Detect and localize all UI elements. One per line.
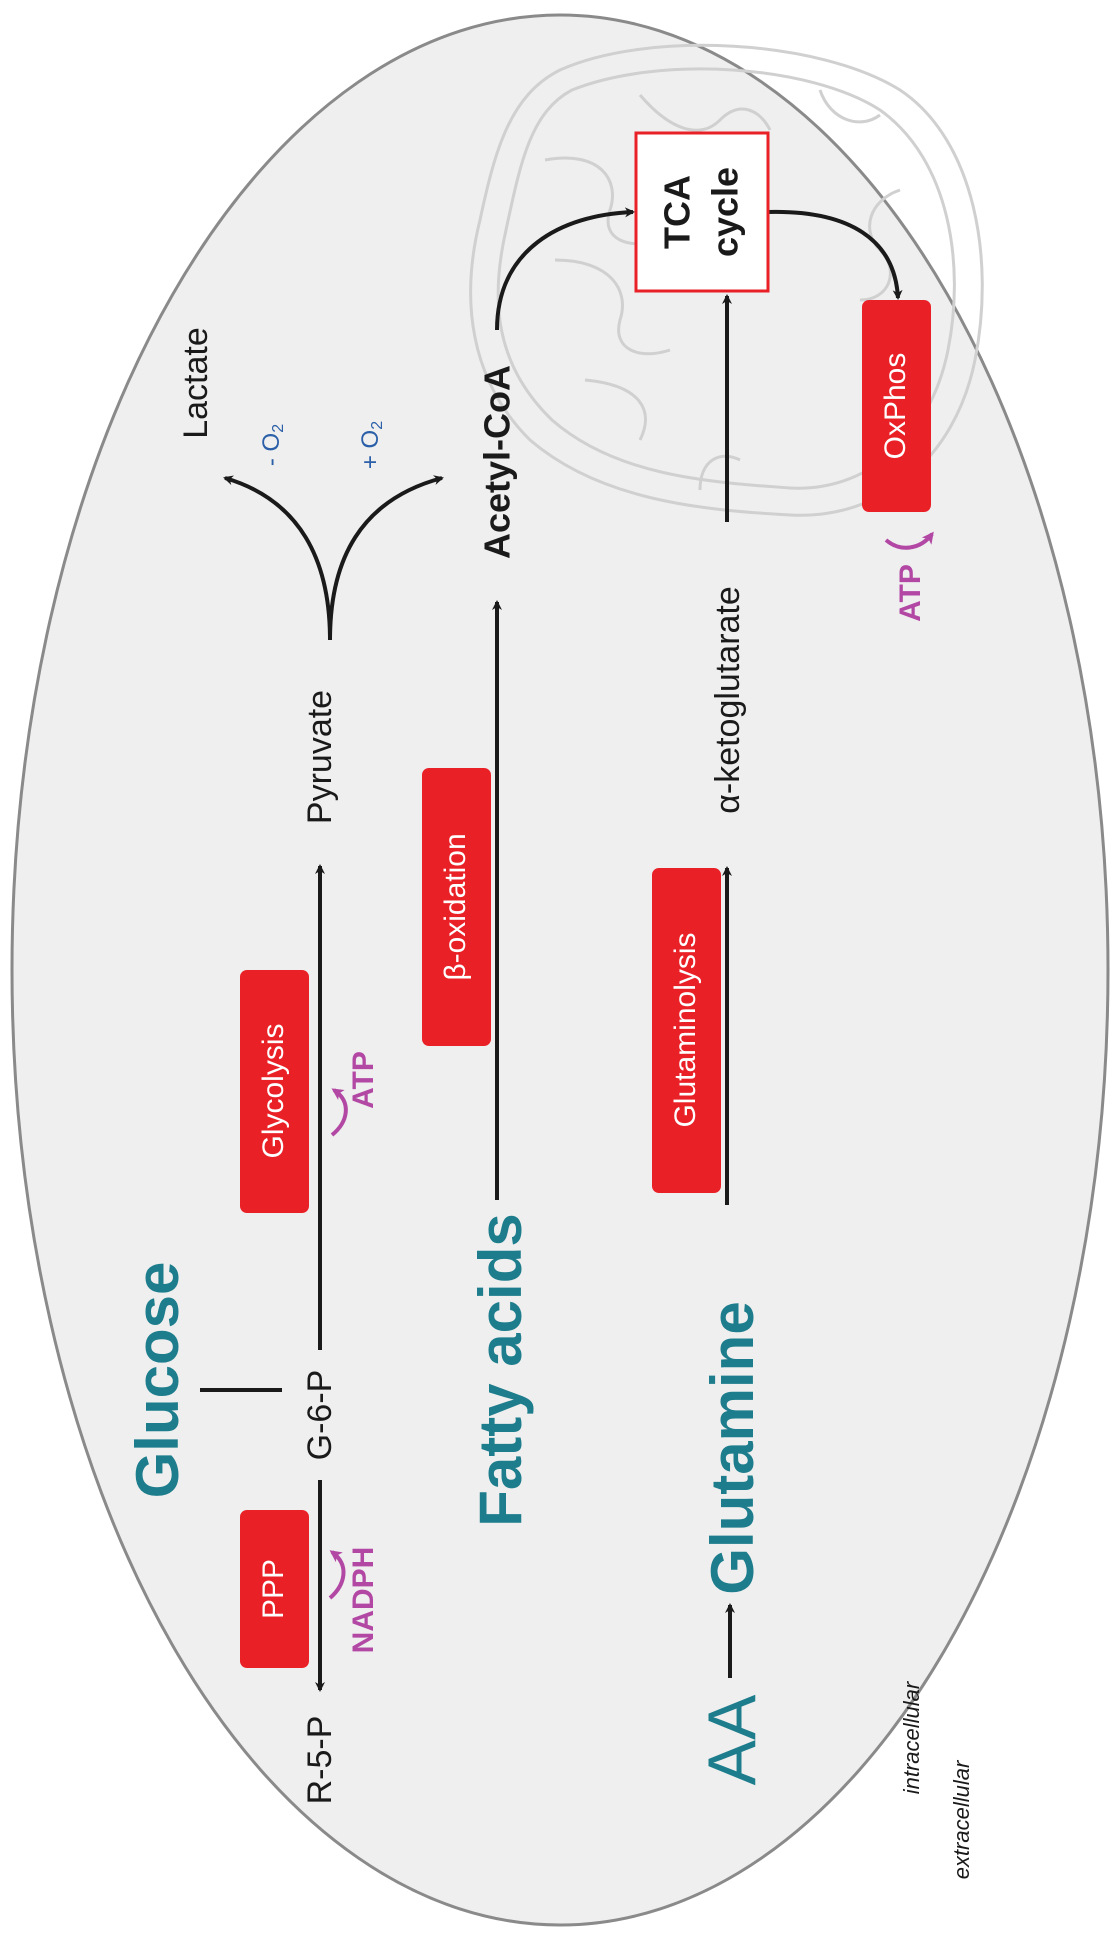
glycolysis-box <box>240 970 309 1213</box>
pyruvate-label: Pyruvate <box>301 690 339 824</box>
glutamine-label: Glutamine <box>699 1301 766 1594</box>
aa-label: AA <box>694 1694 770 1785</box>
svg-text:- O2: - O2 <box>258 424 287 466</box>
glycolysis-text: Glycolysis <box>257 1023 290 1158</box>
minus-o2-prefix: - O <box>258 433 285 466</box>
lactate-arrow <box>223 475 332 641</box>
nadph-label: NADPH <box>347 1547 380 1654</box>
acetyl-arrow-o2 <box>328 475 444 641</box>
cell-membrane <box>10 13 1110 1927</box>
atp-oxphos-arc <box>884 531 934 550</box>
lactate-label: Lactate <box>177 327 215 439</box>
svg-text:+ O2: + O2 <box>357 421 386 469</box>
glutaminolysis-box <box>652 868 721 1193</box>
mitochondrion-outline <box>469 43 984 517</box>
minus-o2-sub: 2 <box>270 424 287 433</box>
glucose-label: Glucose <box>124 1262 191 1499</box>
oxphos-box <box>862 300 931 512</box>
atp-glycolysis-label: ATP <box>347 1051 380 1109</box>
plus-o2-prefix: + O <box>357 430 384 469</box>
acetyl-to-tca-arrow <box>495 207 635 331</box>
atp-glycolysis-arc <box>330 1088 348 1137</box>
extracellular-label: extracellular <box>949 1759 974 1879</box>
ppp-text: PPP <box>257 1559 290 1619</box>
beta-oxidation-box <box>422 768 491 1046</box>
minus-o2-label: - O2 <box>258 424 287 466</box>
tca-line2: cycle <box>705 167 746 257</box>
tca-to-oxphos-arrow <box>767 209 903 300</box>
r5p-label: R-5-P <box>301 1716 339 1805</box>
glutaminolysis-text: Glutaminolysis <box>669 932 702 1127</box>
intracellular-label: intracellular <box>899 1680 924 1794</box>
akg-label: α-ketoglutarate <box>709 586 747 814</box>
ppp-box <box>240 1510 309 1668</box>
tca-cycle-box <box>634 131 770 293</box>
fatty-acids-label: Fatty acids <box>467 1213 534 1526</box>
plus-o2-label: + O2 <box>357 421 386 469</box>
oxphos-text: OxPhos <box>879 353 912 460</box>
nadph-arc <box>328 1550 346 1600</box>
acetyl-coa-label: Acetyl-CoA <box>477 365 518 559</box>
plus-o2-sub: 2 <box>369 421 386 430</box>
tca-line1: TCA <box>657 175 698 249</box>
g6p-label: G-6-P <box>301 1370 339 1461</box>
beta-oxidation-text: β-oxidation <box>439 833 472 980</box>
atp-oxphos-label: ATP <box>894 564 927 622</box>
